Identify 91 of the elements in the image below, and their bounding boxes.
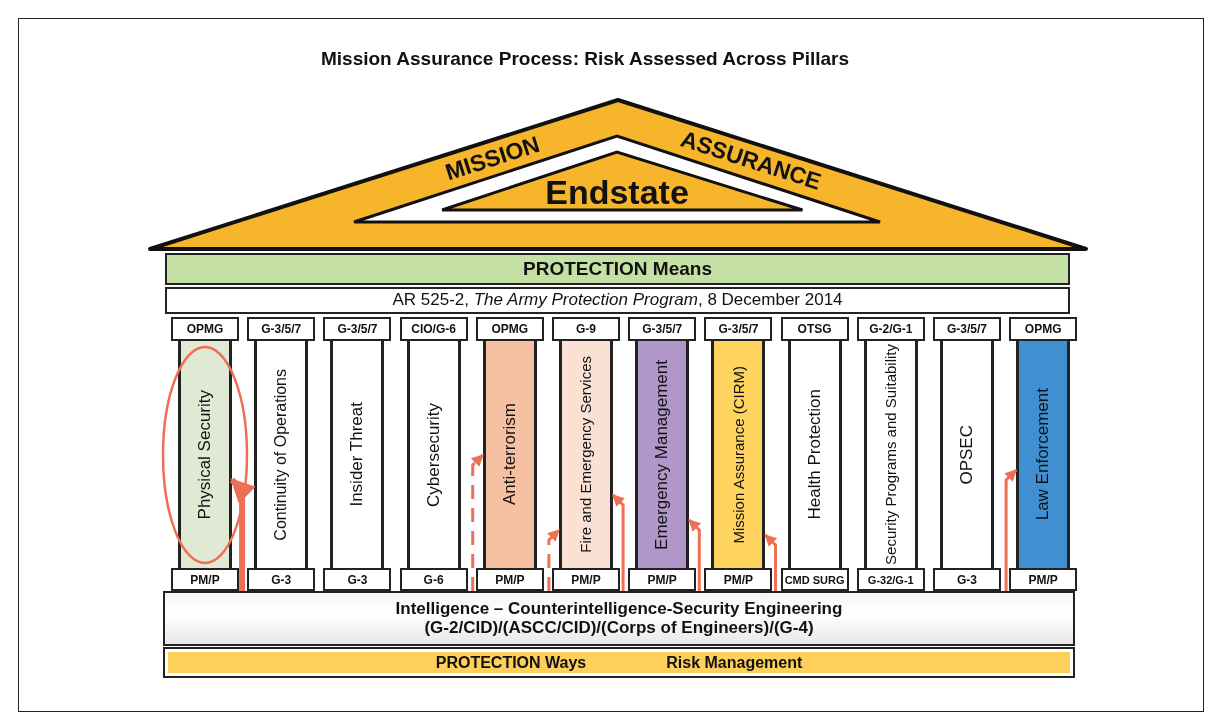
foundation-band [163, 591, 1075, 646]
pillar [178, 341, 232, 568]
pillar-label: Continuity of Operations [272, 368, 290, 541]
pillar-capital [933, 317, 1001, 341]
pillar-base [780, 568, 849, 591]
office-label: G-32/G-1 [867, 573, 914, 586]
arrow [470, 453, 484, 591]
pillar-label: Mission Assurance (CIRM) [730, 365, 747, 544]
pillar [1016, 341, 1071, 568]
pillar [482, 341, 537, 568]
diagram-title: Mission Assurance Process: Risk Assessed Across Pillars [319, 48, 850, 70]
reference-text: AR 525-2, The Army Protection Program, 8 December 2014 [392, 291, 843, 310]
office-label: G-9 [576, 322, 596, 336]
office-label: PM/P [571, 572, 601, 587]
office-label: OPMG [491, 322, 529, 336]
pillar [787, 341, 842, 568]
pillar-capital [780, 317, 849, 341]
pillar-capital [399, 317, 468, 341]
arrow [764, 533, 778, 591]
pillar [330, 341, 385, 568]
pillar-base [933, 568, 1001, 591]
office-label: G-6 [423, 572, 444, 587]
pillar-capital [856, 317, 925, 341]
foundation-text: Intelligence – Counterintelligence-Security Engineering [395, 599, 843, 619]
office-label: CIO/G-6 [411, 322, 456, 336]
office-label: G-3/5/7 [718, 322, 759, 336]
pillar-base [171, 568, 239, 591]
pillar-label: Health Protection [805, 389, 824, 520]
office-label: G-3/5/7 [261, 322, 302, 336]
office-label: G-3/5/7 [642, 322, 683, 336]
pillar-capital [1009, 317, 1078, 341]
office-label: G-3 [347, 572, 368, 587]
roof-triangle [148, 97, 1088, 253]
foundation-text: (G-2/CID)/(ASCC/CID)/(Corps of Engineers)/(G-4) [424, 618, 814, 638]
office-label: G-3 [957, 572, 977, 587]
office-label: G-3/5/7 [947, 322, 987, 336]
pillar-label: Physical Security [196, 389, 214, 520]
pillar [559, 341, 613, 568]
pillar-base [1009, 568, 1078, 591]
pillar-base [475, 568, 544, 591]
office-label: G-3 [271, 572, 292, 587]
pillar-label: Security Programs and Suitability [882, 344, 899, 565]
office-label: PM/P [723, 572, 754, 587]
pillar-base [628, 568, 697, 591]
arrow [1004, 468, 1018, 591]
pillar-capital [323, 317, 392, 341]
office-label: CMD SURG [784, 573, 845, 586]
office-label: PM/P [1028, 572, 1058, 587]
pillar [711, 341, 766, 568]
pillar [863, 341, 918, 568]
pillar-base [323, 568, 392, 591]
ways-band [163, 647, 1075, 678]
office-label: OTSG [797, 322, 832, 336]
ways-text: Risk Management [666, 653, 803, 672]
endstate-triangle [352, 134, 882, 224]
band-title: PROTECTION Means [523, 258, 712, 280]
pillar-base [704, 568, 773, 591]
office-label: OPMG [186, 322, 224, 336]
pillar [940, 341, 994, 568]
pillar-base [552, 568, 620, 591]
pillar-capital [628, 317, 697, 341]
ways-text: PROTECTION Ways [435, 653, 587, 672]
pillar-label: Cybersecurity [424, 402, 443, 507]
pillar-base [856, 568, 925, 591]
pillar-capital [704, 317, 773, 341]
pillar-capital [475, 317, 544, 341]
pillar-capital [247, 317, 316, 341]
means-band [165, 253, 1070, 285]
pillar-label: Law Enforcement [1034, 388, 1053, 521]
pillar-base [399, 568, 468, 591]
pillar [406, 341, 461, 568]
pillar-capital [552, 317, 620, 341]
office-label: G-3/5/7 [337, 322, 378, 336]
reference-band [165, 287, 1070, 314]
arrow [611, 493, 625, 591]
office-label: PM/P [190, 572, 220, 587]
pillar-label: Emergency Management [653, 359, 672, 550]
office-label: G-2/G-1 [869, 322, 913, 336]
pillar-label: Anti-terrorism [500, 403, 519, 506]
pillar-label: OPSEC [958, 424, 976, 485]
arrow [688, 518, 702, 591]
pillar-base [247, 568, 316, 591]
pillar [254, 341, 309, 568]
pillar-capital [171, 317, 239, 341]
pillar-label: Fire and Emergency Services [578, 356, 594, 553]
office-label: PM/P [495, 572, 525, 587]
pillar-label: Insider Threat [348, 402, 367, 507]
pillar [635, 341, 690, 568]
arrow [547, 528, 561, 591]
office-label: OPMG [1024, 322, 1062, 336]
office-label: PM/P [647, 572, 677, 587]
